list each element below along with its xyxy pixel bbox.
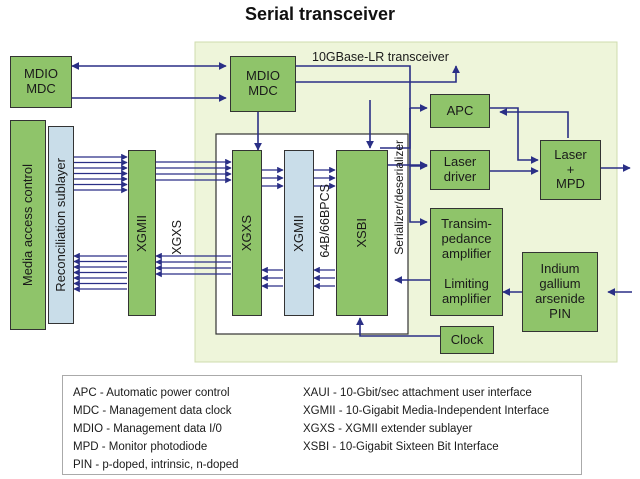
apc-block: APC	[430, 94, 490, 128]
mac-block: Media access control	[10, 120, 46, 330]
legend-box: APC - Automatic power control MDC - Mana…	[62, 375, 582, 475]
tia-line3: amplifier	[441, 245, 492, 261]
xsbi-block: XSBI	[336, 150, 388, 316]
pin-line4: PIN	[549, 305, 571, 321]
xsbi-label: XSBI	[353, 218, 369, 248]
xgxs-link-label: XGXS	[170, 220, 184, 255]
legend-entry: MDC - Management data clock	[73, 405, 232, 417]
mdc-left-label: MDC	[26, 81, 56, 96]
legend-column-left: APC - Automatic power control MDC - Mana…	[73, 384, 239, 474]
plus-label: +	[566, 161, 575, 177]
mdio-mdc-center-block: MDIO MDC	[230, 56, 296, 112]
pin-line1: Indium	[540, 261, 580, 277]
legend-entry: MDIO - Management data I/0	[73, 423, 222, 435]
tia-line1: Transim-	[441, 215, 492, 231]
reconciliation-sublayer-block: Reconciliation sublayer	[48, 126, 74, 324]
bus-xgmii-to-xgxs	[155, 158, 232, 278]
serdes-label: Serializer/deserializer	[392, 140, 406, 255]
limiting-line1: Limiting	[444, 276, 489, 292]
legend-entry: XSBI - 10-Gigabit Sixteen Bit Interface	[303, 441, 499, 453]
pin-photodiode-block: Indium gallium arsenide PIN	[522, 252, 598, 332]
legend-column-right: XAUI - 10-Gbit/sec attachment user inter…	[303, 384, 549, 456]
bus-rs-to-xgmii	[73, 153, 128, 293]
laser-driver-block: Laser driver	[430, 150, 490, 190]
xgmii-left-block: XGMII	[128, 150, 156, 316]
legend-entry: XGXS - XGMII extender sublayer	[303, 423, 473, 435]
mdio-mdc-left-block: MDIO MDC	[10, 56, 72, 108]
transceiver-label: 10GBase-LR transceiver	[312, 50, 449, 64]
mdio-to-apc-line	[296, 65, 428, 112]
mpd-label: MPD	[556, 176, 585, 192]
laser-label: Laser	[554, 146, 587, 162]
xgxs-block: XGXS	[232, 150, 262, 316]
mdio-left-label: MDIO	[24, 66, 58, 82]
legend-entry: MPD - Monitor photodiode	[73, 441, 208, 453]
xsbi-to-apc-line	[380, 108, 411, 149]
reconciliation-label: Reconciliation sublayer	[52, 158, 68, 292]
mac-label: Media access control	[19, 163, 35, 287]
diagram-title: Serial transceiver	[244, 4, 396, 24]
mdio-tap-line	[296, 65, 460, 83]
tia-line2: pedance	[441, 230, 492, 246]
pcs-label: 64B/66BPCS	[318, 184, 332, 258]
clock-block: Clock	[440, 326, 494, 354]
xgmii-left-label: XGMII	[133, 214, 149, 252]
apc-label: APC	[446, 102, 474, 118]
xgmii-block: XGMII	[284, 150, 314, 316]
legend-entry: PIN - p-doped, intrinsic, n-doped	[73, 459, 239, 471]
mdio-center-label: MDIO	[246, 68, 280, 84]
bus-xgxs-internal	[261, 166, 336, 290]
laser-monitor-line	[499, 108, 569, 138]
mdc-center-label: MDC	[248, 83, 278, 98]
laser-driver-line1: Laser	[443, 154, 477, 170]
laser-driver-line2: driver	[443, 169, 477, 184]
xgxs-label: XGXS	[238, 214, 254, 252]
amplifier-block: Transim- pedance amplifier Limiting ampl…	[430, 208, 503, 316]
pin-line3: arsenide	[535, 291, 585, 306]
laser-mpd-block: Laser + MPD	[540, 140, 601, 200]
clock-label: Clock	[450, 331, 484, 347]
clock-to-xsbi-line	[356, 317, 440, 337]
legend-entry: XAUI - 10-Gbit/sec attachment user inter…	[303, 387, 532, 399]
legend-entry: XGMII - 10-Gigabit Media-Independent Int…	[303, 405, 550, 417]
xgmii-label: XGMII	[290, 214, 306, 252]
legend-entry: APC - Automatic power control	[73, 387, 230, 399]
mdio-to-tia-line	[409, 166, 428, 226]
pin-line2: gallium	[539, 276, 581, 292]
limiting-line2: amplifier	[441, 291, 492, 307]
